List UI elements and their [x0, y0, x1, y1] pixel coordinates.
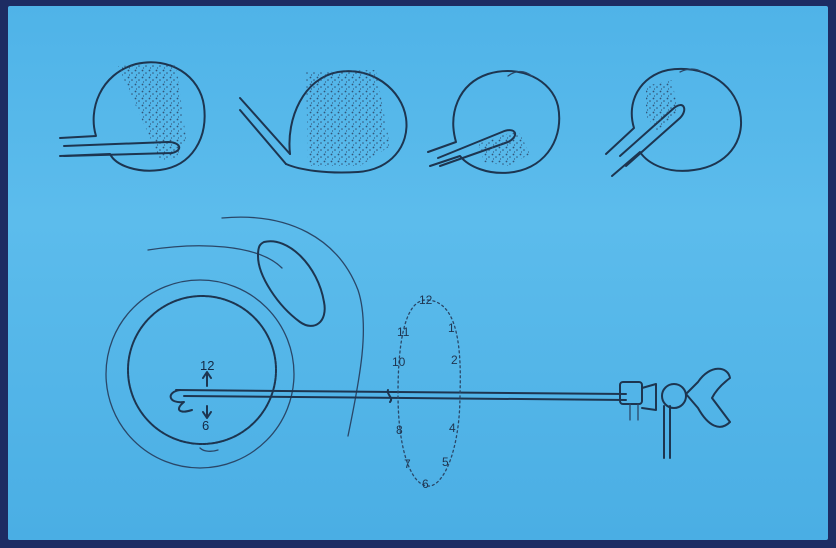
clock-label-11: 11 — [397, 325, 410, 339]
cystoscope — [171, 369, 730, 458]
bladder-view-4 — [606, 69, 741, 176]
arrow-up-icon — [203, 372, 211, 386]
clock-label-7: 7 — [404, 457, 411, 471]
clock-label-8: 8 — [396, 423, 403, 437]
illustration-slide: 12 1 2 4 5 6 7 8 10 11 12 6 — [8, 6, 828, 540]
bladder-view-1 — [60, 62, 205, 170]
clock-label-12: 12 — [419, 293, 433, 307]
bladder-view-2 — [240, 70, 407, 173]
clock-label-4: 4 — [449, 421, 456, 435]
clock-label-1: 1 — [448, 321, 455, 335]
tip-label-bottom: 6 — [202, 418, 209, 433]
pelvic-anatomy — [106, 217, 363, 468]
clock-label-5: 5 — [442, 455, 449, 469]
clock-label-6: 6 — [422, 477, 429, 491]
cystoscopy-diagram: 12 1 2 4 5 6 7 8 10 11 12 6 — [8, 6, 828, 540]
tip-label-top: 12 — [200, 358, 214, 373]
bladder-view-3 — [428, 71, 559, 173]
arrow-down-icon — [203, 406, 211, 418]
clock-label-2: 2 — [451, 353, 458, 367]
clock-label-10: 10 — [392, 355, 406, 369]
